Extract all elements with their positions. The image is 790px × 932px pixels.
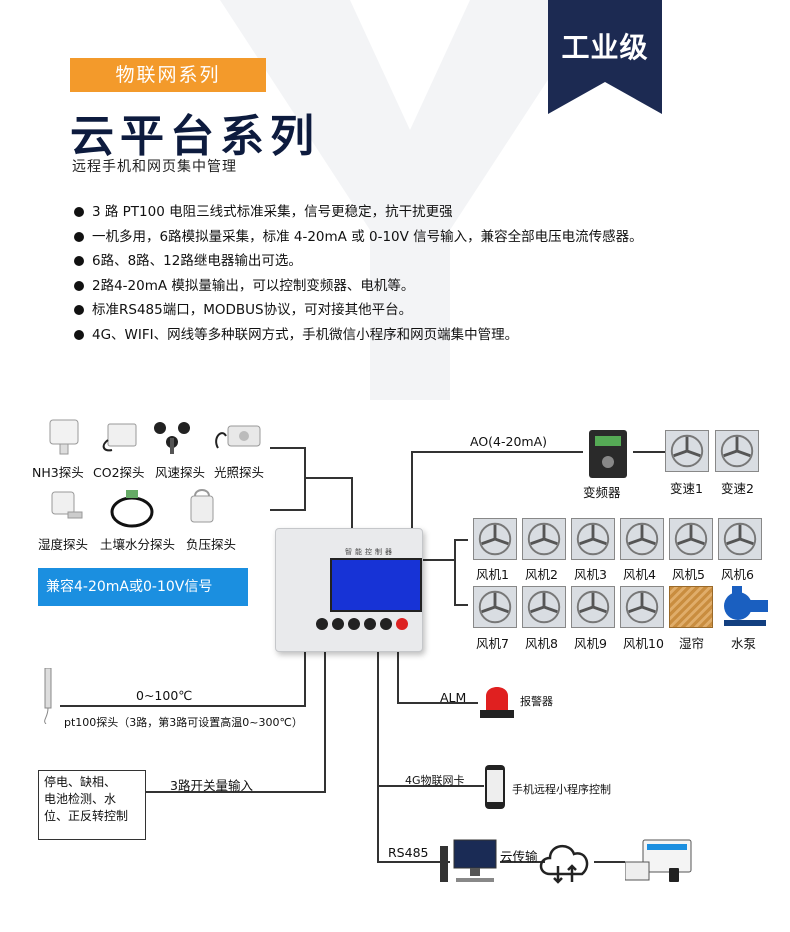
- cloud-label: 云传输: [500, 849, 538, 864]
- fan-label: 风机2: [525, 567, 558, 582]
- co2-sensor-icon: [102, 423, 137, 452]
- curtain-label: 湿帘: [679, 636, 705, 651]
- feature-item: 标准RS485端口，MODBUS协议，可对接其他平台。: [74, 298, 774, 323]
- bullet-icon: [74, 207, 84, 217]
- light-sensor-icon: [215, 425, 261, 449]
- inverter-label: 变频器: [583, 485, 621, 500]
- nh3-sensor-icon: [49, 419, 79, 455]
- co2-label: CO2探头: [93, 465, 145, 480]
- bullet-icon: [74, 305, 84, 315]
- fan-label: 风机4: [623, 567, 656, 582]
- humidity-label: 湿度探头: [38, 537, 89, 552]
- fan-icon: [669, 518, 713, 560]
- pump-icon: [724, 586, 768, 626]
- pt100-range: 0~100℃: [136, 688, 193, 703]
- fan-icon: [620, 586, 664, 628]
- wind-label: 风速探头: [155, 465, 206, 480]
- fan-label: 风机10: [623, 636, 664, 651]
- badge-label: 工业级: [561, 31, 649, 64]
- feature-item: 2路4-20mA 模拟量输出，可以控制变频器、电机等。: [74, 274, 774, 299]
- phone-label: 手机远程小程序控制: [512, 783, 611, 796]
- fan-label: 风机7: [476, 636, 509, 651]
- fan-label: 风机9: [574, 636, 607, 651]
- humidity-sensor-icon: [51, 491, 83, 519]
- fan-icon: [522, 586, 566, 628]
- feature-item: 6路、8路、12路继电器输出可选。: [74, 249, 774, 274]
- devices-icon: [625, 839, 692, 882]
- fan-label: 风机1: [476, 567, 509, 582]
- wet-curtain-icon: [669, 586, 713, 628]
- feature-item: 一机多用，6路模拟量采集，标准 4-20mA 或 0-10V 信号输入，兼容全部…: [74, 225, 774, 250]
- alarm-light-icon: [480, 687, 514, 718]
- fan-label: 风机8: [525, 636, 558, 651]
- var-fan-label: 变速2: [721, 481, 754, 496]
- bullet-icon: [74, 231, 84, 242]
- light-label: 光照探头: [214, 465, 265, 480]
- fan-icon: [715, 430, 759, 472]
- cloud-icon: [539, 845, 589, 884]
- switch-input-label: 3路开关量输入: [170, 778, 253, 793]
- watermark-logo: [220, 0, 600, 400]
- badge-shape: [548, 0, 662, 114]
- feature-item: 3 路 PT100 电阻三线式标准采集，信号更稳定，抗干扰更强: [74, 200, 774, 225]
- pressure-sensor-icon: [190, 489, 214, 523]
- fan-icon: [571, 518, 615, 560]
- pressure-label: 负压探头: [186, 537, 237, 552]
- pump-label: 水泵: [731, 636, 757, 651]
- iot-card-label: 4G物联网卡: [405, 774, 465, 787]
- feature-item: 4G、WIFI、网线等多种联网方式，手机微信小程序和网页端集中管理。: [74, 323, 774, 348]
- pt100-label: pt100探头（3路，第3路可设置高温0~300℃）: [64, 716, 303, 729]
- ao-label: AO(4-20mA): [470, 434, 548, 449]
- soil-sensor-icon: [110, 490, 154, 528]
- fan-label: 风机6: [721, 567, 754, 582]
- fan-icon: [522, 518, 566, 560]
- controller-keys: [316, 618, 408, 630]
- bullet-icon: [74, 256, 84, 266]
- fan-icon: [665, 430, 709, 472]
- switch-input-box: 停电、缺相、 电池检测、水 位、正反转控制: [38, 770, 146, 840]
- computer-icon: [440, 839, 497, 882]
- alarm-label: 报警器: [520, 695, 553, 708]
- controller-screen: [330, 558, 422, 612]
- inverter-icon: [589, 430, 627, 478]
- page-subtitle: 远程手机和网页集中管理: [72, 159, 237, 175]
- bullet-icon: [74, 329, 84, 340]
- nh3-label: NH3探头: [32, 465, 84, 480]
- rs485-label: RS485: [388, 845, 429, 860]
- fan-icon: [571, 586, 615, 628]
- pt100-probe-icon: [44, 668, 52, 724]
- var-fan-label: 变速1: [670, 481, 703, 496]
- fan-icon: [718, 518, 762, 560]
- fan-icon: [473, 586, 517, 628]
- wind-sensor-icon: [154, 422, 190, 454]
- alm-label: ALM: [440, 690, 467, 705]
- fan-label: 风机3: [574, 567, 607, 582]
- soil-label: 土壤水分探头: [100, 537, 176, 552]
- fan-icon: [620, 518, 664, 560]
- fan-label: 风机5: [672, 567, 705, 582]
- phone-icon: [485, 765, 505, 809]
- compat-banner: 兼容4-20mA或0-10V信号: [38, 568, 248, 606]
- feature-list: 3 路 PT100 电阻三线式标准采集，信号更稳定，抗干扰更强 一机多用，6路模…: [74, 200, 774, 347]
- page-title: 云平台系列: [70, 111, 320, 162]
- category-tag: 物联网系列: [70, 58, 266, 92]
- bullet-icon: [74, 280, 84, 291]
- fan-icon: [473, 518, 517, 560]
- controller-head: 智能控制器: [345, 548, 395, 556]
